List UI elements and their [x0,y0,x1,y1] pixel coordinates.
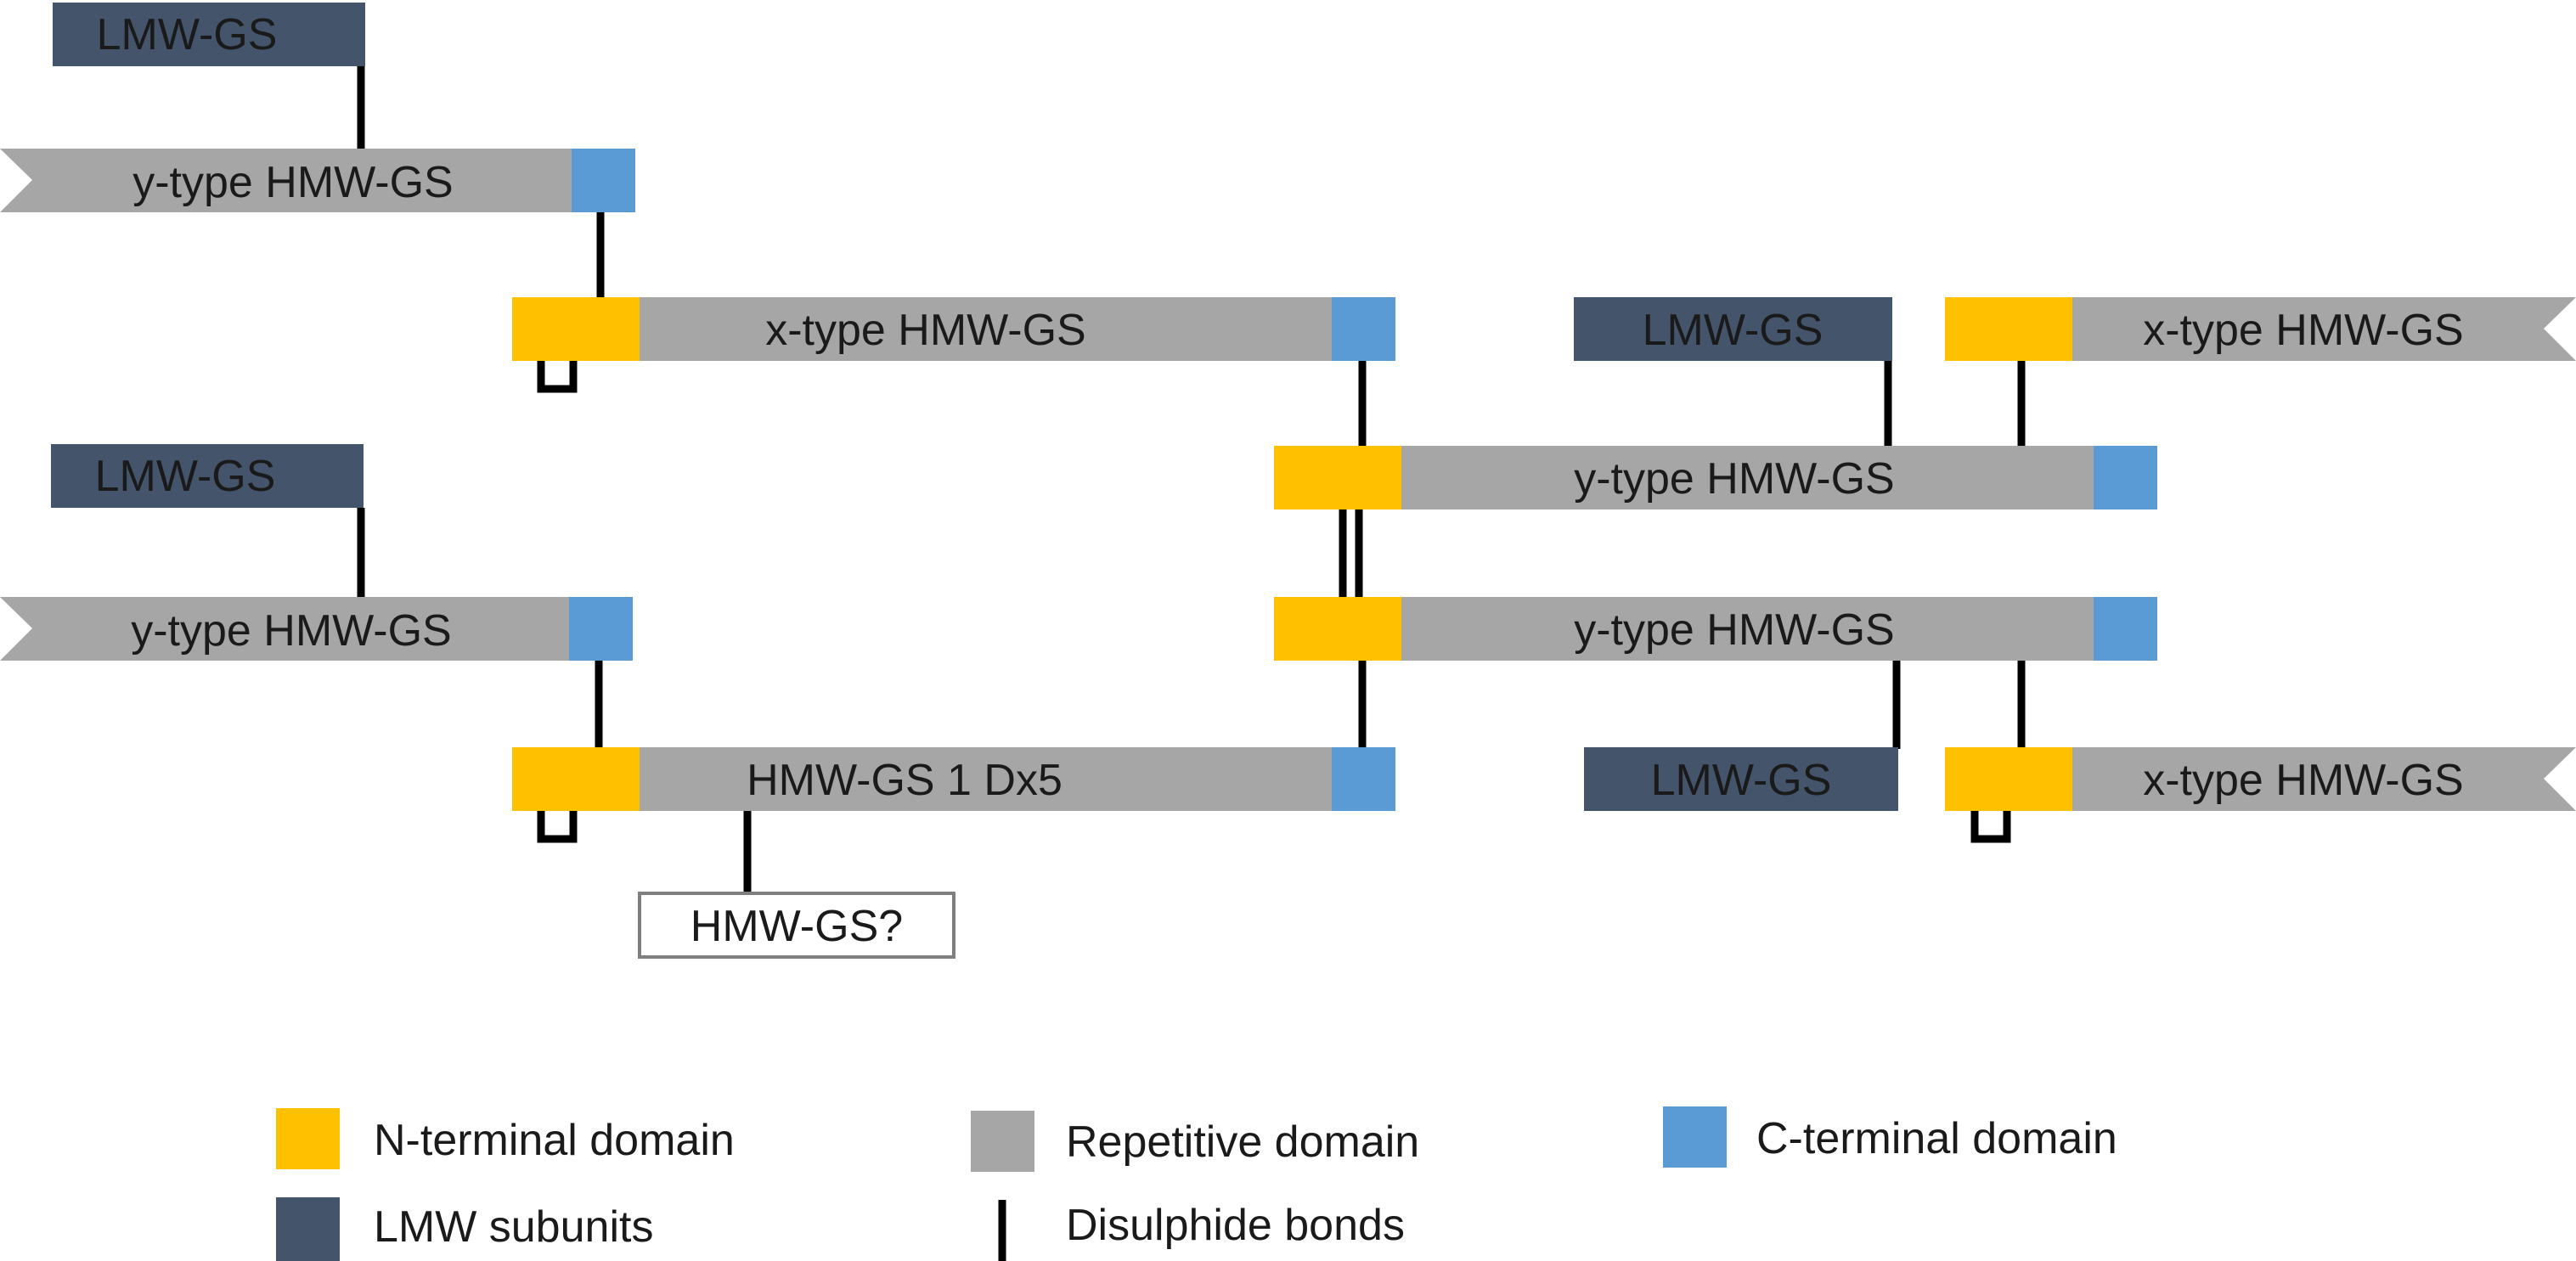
x-type-hmw-gs-1: x-type HMW-GS [512,297,1395,361]
y-type-hmw-gs-1: y-type HMW-GS [0,149,635,212]
legend: N-terminal domain Repetitive domain C-te… [276,1106,2117,1261]
loop-x3 [1970,807,2011,843]
lmw-gs-4: LMW-GS [1584,747,1898,811]
lmw-gs-3-label: LMW-GS [1643,306,1823,355]
y-type-hmw-gs-4-label: y-type HMW-GS [1574,605,1895,655]
x-type-hmw-gs-3-label: x-type HMW-GS [2143,756,2464,805]
x-type-hmw-gs-1-label: x-type HMW-GS [765,306,1086,355]
intrachain-bonds [537,357,2011,843]
legend-n-terminal-label: N-terminal domain [374,1116,735,1165]
x-type-hmw-gs-2-label: x-type HMW-GS [2143,306,2464,355]
legend-lmw-swatch [276,1197,340,1261]
legend-repetitive: Repetitive domain [971,1111,1419,1172]
legend-repetitive-swatch [971,1111,1034,1172]
y-type-hmw-gs-2: y-type HMW-GS [0,597,633,661]
x-type-hmw-gs-2: x-type HMW-GS [1945,297,2576,361]
lmw-gs-2-label: LMW-GS [95,452,276,501]
loop-x1 [537,357,578,393]
legend-lmw-label: LMW subunits [374,1202,653,1252]
y-type-hmw-gs-1-label: y-type HMW-GS [132,158,454,207]
loop-dx5 [537,807,578,843]
legend-repetitive-label: Repetitive domain [1066,1117,1419,1167]
lmw-gs-3: LMW-GS [1574,297,1892,361]
lmw-gs-2: LMW-GS [51,444,364,508]
legend-n-terminal: N-terminal domain [276,1108,735,1169]
legend-c-terminal-swatch [1663,1106,1727,1168]
legend-n-terminal-swatch [276,1108,340,1169]
y-type-hmw-gs-4: y-type HMW-GS [1274,597,2157,661]
lmw-gs-1-label: LMW-GS [97,10,278,59]
lmw-gs-1: LMW-GS [53,3,365,66]
x-type-hmw-gs-3: x-type HMW-GS [1945,747,2576,811]
legend-bonds: Disulphide bonds [998,1200,1405,1261]
legend-lmw: LMW subunits [276,1197,653,1261]
unknown-hmw-gs: HMW-GS? [638,892,955,959]
lmw-gs-4-label: LMW-GS [1651,756,1832,805]
legend-c-terminal: C-terminal domain [1663,1106,2117,1168]
hmw-gs-1-dx5: HMW-GS 1 Dx5 [512,747,1395,811]
legend-bonds-label: Disulphide bonds [1066,1201,1405,1250]
y-type-hmw-gs-3-label: y-type HMW-GS [1574,454,1895,504]
legend-c-terminal-label: C-terminal domain [1756,1114,2117,1163]
unknown-hmw-gs-label: HMW-GS? [691,902,903,951]
y-type-hmw-gs-3: y-type HMW-GS [1274,446,2157,509]
hmw-gs-1-dx5-label: HMW-GS 1 Dx5 [747,756,1063,805]
y-type-hmw-gs-2-label: y-type HMW-GS [131,606,452,656]
